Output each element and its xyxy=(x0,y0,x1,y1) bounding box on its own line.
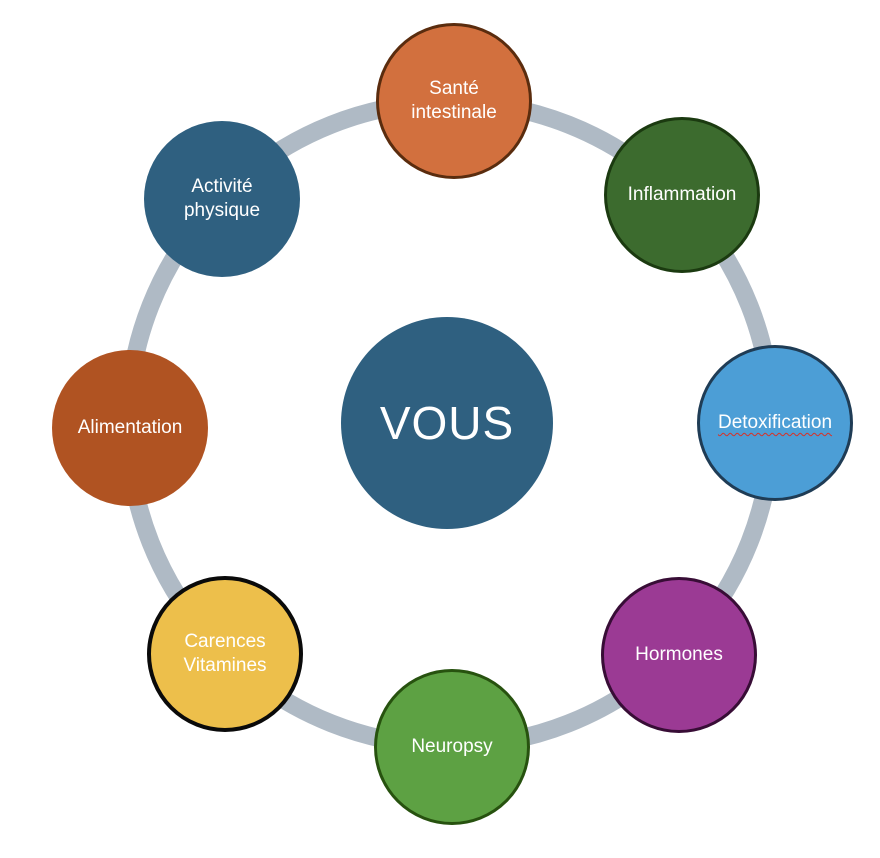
node-neuropsy[interactable]: Neuropsy xyxy=(374,669,530,825)
center-node-label: VOUS xyxy=(379,397,515,449)
node-activite-physique-label: Activité physique xyxy=(183,176,261,221)
node-carences-vitamines[interactable]: Carences Vitamines xyxy=(147,576,303,732)
node-alimentation-label: Alimentation xyxy=(77,417,183,439)
node-carences-vitamines-label: Carences Vitamines xyxy=(183,631,267,676)
center-node-vous[interactable]: VOUS xyxy=(341,317,553,529)
node-sante-intestinale-label: Santé intestinale xyxy=(411,78,497,123)
node-detoxification-label: Detoxification xyxy=(717,412,833,434)
node-alimentation[interactable]: Alimentation xyxy=(52,350,208,506)
node-sante-intestinale[interactable]: Santé intestinale xyxy=(376,23,532,179)
node-hormones-label: Hormones xyxy=(635,644,723,666)
node-inflammation-label: Inflammation xyxy=(627,184,737,206)
node-activite-physique[interactable]: Activité physique xyxy=(144,121,300,277)
node-inflammation[interactable]: Inflammation xyxy=(604,117,760,273)
node-neuropsy-label: Neuropsy xyxy=(411,736,493,758)
node-hormones[interactable]: Hormones xyxy=(601,577,757,733)
node-detoxification[interactable]: Detoxification xyxy=(697,345,853,501)
